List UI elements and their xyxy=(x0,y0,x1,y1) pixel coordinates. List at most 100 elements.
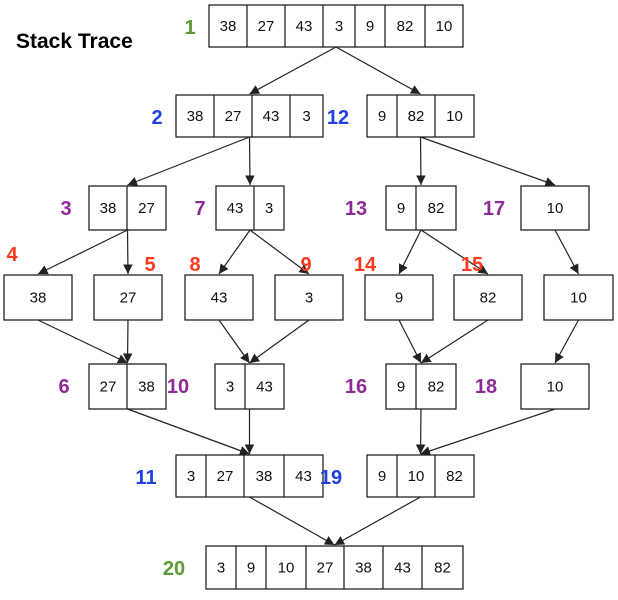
array-cell-value: 10 xyxy=(436,18,453,35)
array-box xyxy=(520,185,590,231)
array-cell-value: 9 xyxy=(366,18,374,35)
array-cell-value: 10 xyxy=(446,108,463,125)
step-number-label: 12 xyxy=(327,107,349,129)
edge-n11-n20 xyxy=(249,496,335,546)
array-cell-value: 38 xyxy=(187,108,204,125)
edge-n1-n2 xyxy=(249,46,337,95)
array-node-n19: 9 10 82 19 xyxy=(320,454,475,498)
step-number-label: 3 xyxy=(60,198,71,220)
step-number-label: 6 xyxy=(58,376,69,398)
edge-n13-n14 xyxy=(398,229,422,275)
array-cell-value: 27 xyxy=(258,18,275,35)
edge-n3-n4 xyxy=(37,229,128,275)
edge-n19-n20 xyxy=(334,496,421,546)
array-cell-value: 3 xyxy=(335,18,343,35)
array-cell-value: 38 xyxy=(138,379,155,396)
array-node-n8: 438 xyxy=(184,254,254,321)
edge-n16-n19 xyxy=(415,408,426,455)
diagram-title: Stack Trace xyxy=(16,30,133,53)
array-cell-value: 3 xyxy=(305,290,313,307)
step-number-label: 14 xyxy=(354,254,377,276)
array-cell-value: 3 xyxy=(217,560,225,577)
array-cell-value: 27 xyxy=(138,200,155,217)
array-box xyxy=(208,4,464,48)
array-box xyxy=(3,274,73,321)
edge-n12-n13 xyxy=(416,136,426,186)
array-cell-value: 9 xyxy=(247,560,255,577)
array-box xyxy=(214,363,285,410)
array-box xyxy=(366,454,475,498)
edge-n17b-n18 xyxy=(554,319,580,364)
array-cell-value: 3 xyxy=(302,108,310,125)
array-node-n9: 39 xyxy=(274,254,344,321)
step-number-label: 7 xyxy=(194,198,205,220)
array-cell-value: 3 xyxy=(226,379,234,396)
array-box xyxy=(215,185,285,231)
array-cell-value: 38 xyxy=(256,468,273,485)
step-number-label: 2 xyxy=(151,107,162,129)
array-cell-value: 9 xyxy=(395,290,403,307)
step-number-label: 19 xyxy=(320,467,342,489)
array-box xyxy=(184,274,254,321)
array-cell-value: 27 xyxy=(120,290,137,307)
edge-n2-n7 xyxy=(245,136,255,186)
array-cell-value: 82 xyxy=(428,200,445,217)
array-cell-value: 82 xyxy=(446,468,463,485)
array-cell-value: 3 xyxy=(265,200,273,217)
edge-n4-n6 xyxy=(37,319,128,364)
array-cell-value: 38 xyxy=(355,560,372,577)
array-cell-value: 38 xyxy=(220,18,237,35)
step-number-label: 15 xyxy=(461,254,483,276)
array-cell-value: 10 xyxy=(547,379,564,396)
edge-n3-n5 xyxy=(123,229,133,275)
step-number-label: 5 xyxy=(144,254,155,276)
array-node-n17b: 10 xyxy=(543,274,614,321)
array-cell-value: 27 xyxy=(225,108,242,125)
array-node-n5: 27 5 xyxy=(93,254,163,321)
array-cell-value: 9 xyxy=(397,379,405,396)
array-cell-value: 9 xyxy=(378,468,386,485)
array-box xyxy=(364,274,434,321)
edge-n12-n17 xyxy=(420,136,556,187)
array-box xyxy=(385,185,457,231)
array-box xyxy=(453,274,523,321)
edge-n5-n6 xyxy=(122,319,133,364)
array-box xyxy=(93,274,163,321)
edge-n7-n9 xyxy=(249,229,310,275)
array-box xyxy=(543,274,614,321)
array-cell-value: 82 xyxy=(434,560,451,577)
edge-n15-n16 xyxy=(420,319,489,364)
array-cell-value: 9 xyxy=(378,108,386,125)
array-cell-value: 43 xyxy=(295,468,312,485)
step-number-label: 1 xyxy=(184,17,195,39)
array-box xyxy=(175,94,324,138)
array-box xyxy=(205,545,464,590)
array-cell-value: 43 xyxy=(296,18,313,35)
edge-n14-n16 xyxy=(398,319,422,364)
array-cell-value: 38 xyxy=(100,200,117,217)
step-number-label: 10 xyxy=(167,376,189,398)
array-cell-value: 43 xyxy=(256,379,273,396)
array-box xyxy=(274,274,344,321)
array-cell-value: 43 xyxy=(394,560,411,577)
array-node-n4: 384 xyxy=(3,244,73,321)
array-cell-value: 82 xyxy=(428,379,445,396)
array-cell-value: 10 xyxy=(408,468,425,485)
step-number-label: 11 xyxy=(135,467,156,489)
array-box xyxy=(366,94,475,138)
step-number-label: 4 xyxy=(6,244,18,266)
step-number-label: 13 xyxy=(345,198,367,220)
array-cell-value: 10 xyxy=(547,200,564,217)
array-cell-value: 43 xyxy=(263,108,280,125)
array-cell-value: 27 xyxy=(317,560,334,577)
step-number-label: 8 xyxy=(189,254,200,276)
